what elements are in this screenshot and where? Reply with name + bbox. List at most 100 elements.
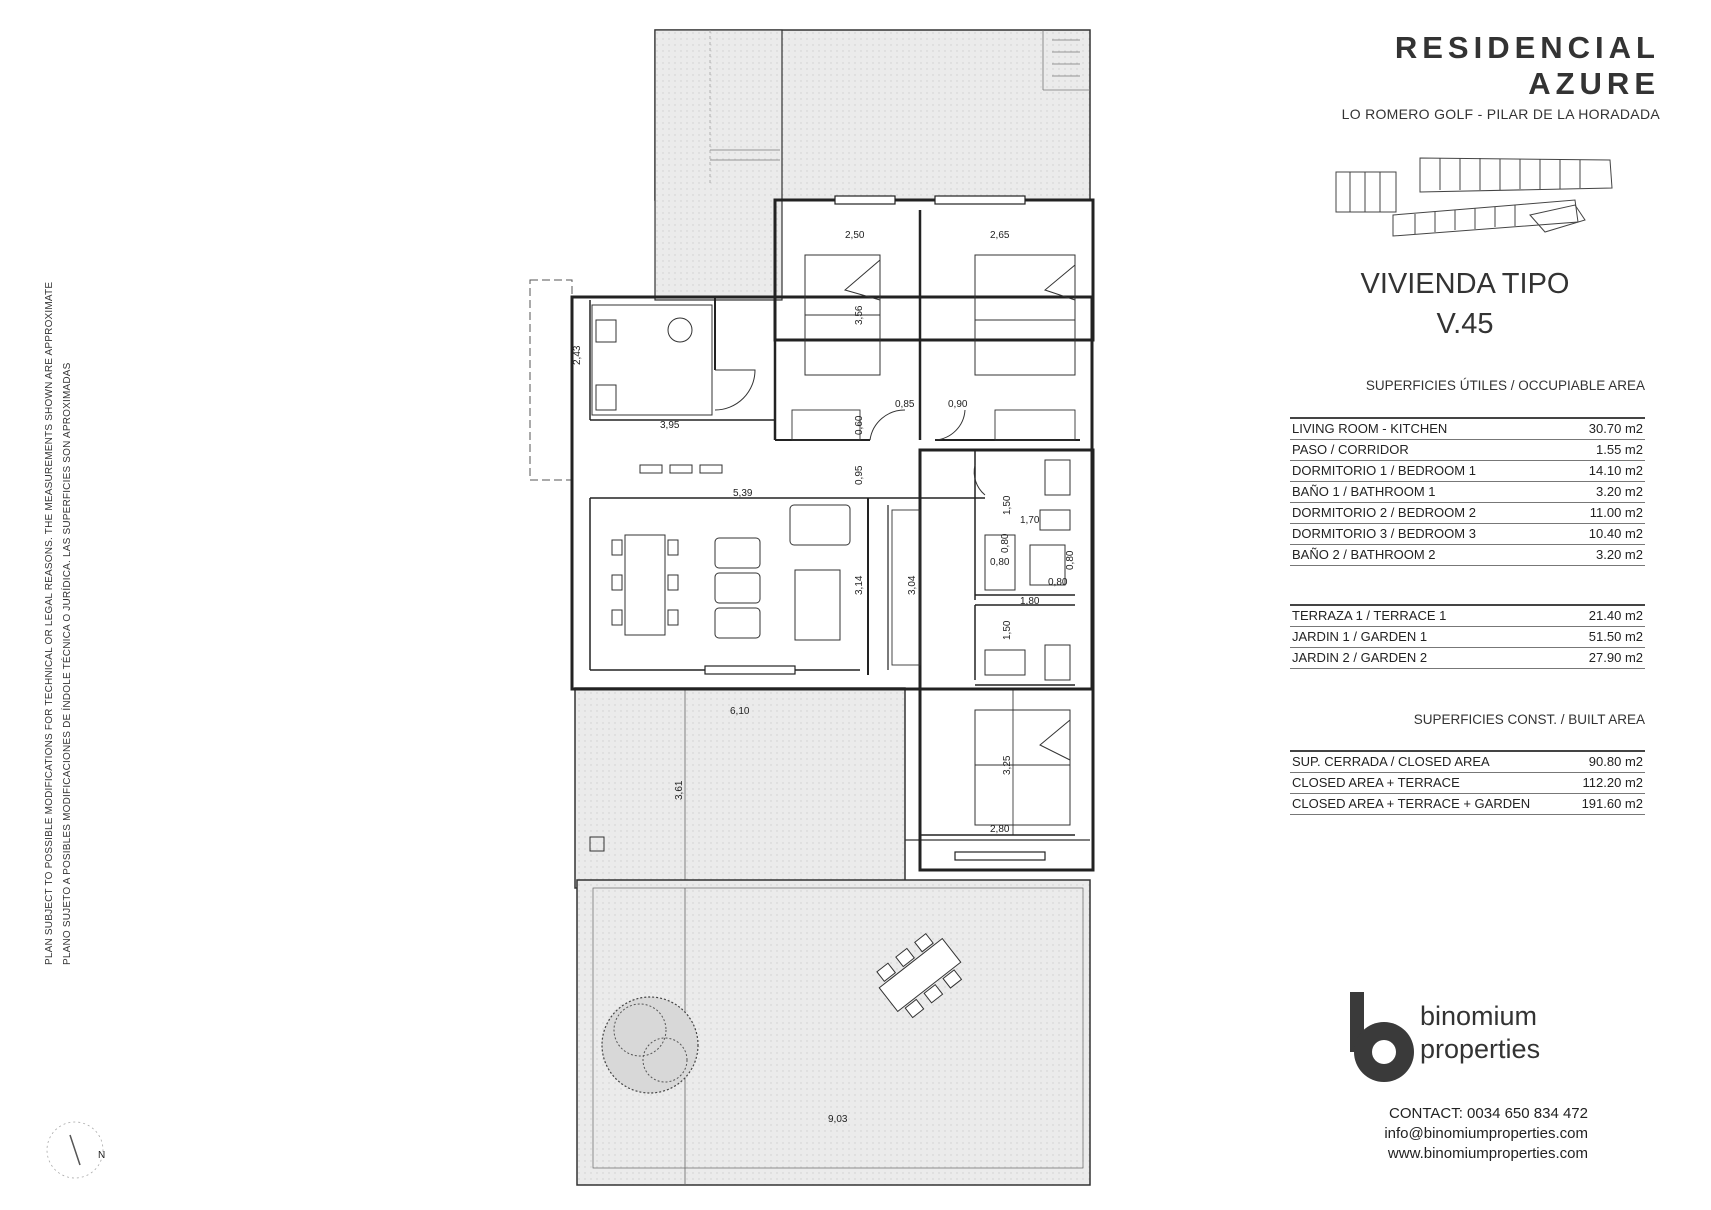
compass-north-label: N: [98, 1150, 105, 1161]
dim-bed2-depth: 3,56: [854, 305, 865, 325]
area-row: DORMITORIO 2 / BEDROOM 2 11.00 m2: [1290, 503, 1645, 524]
area-label: LIVING ROOM - KITCHEN: [1292, 421, 1448, 436]
doors: [714, 369, 986, 496]
terrace: [574, 687, 906, 889]
area-label: JARDIN 1 / GARDEN 1: [1292, 629, 1428, 644]
dim-kitchen-depth: 2,43: [572, 345, 583, 365]
dim-door-b: 0,90: [948, 399, 968, 410]
garden-upper: [654, 29, 1091, 301]
dim-shower-a: 0,80: [1000, 533, 1011, 553]
unit-type-line2: V.45: [1436, 308, 1494, 340]
area-row: JARDIN 2 / GARDEN 2 27.90 m2: [1290, 648, 1645, 669]
garden-lower: [576, 839, 1091, 1186]
built-area-table: SUP. CERRADA / CLOSED AREA 90.80 m2 CLOSED…: [1290, 750, 1645, 815]
area-row: TERRAZA 1 / TERRACE 1 21.40 m2: [1290, 606, 1645, 627]
area-label: CLOSED AREA + TERRACE: [1292, 775, 1460, 790]
area-label: SUP. CERRADA / CLOSED AREA: [1292, 754, 1490, 769]
area-label: CLOSED AREA + TERRACE + GARDEN: [1292, 796, 1531, 811]
area-value: 1.55 m2: [1596, 442, 1643, 457]
area-row: DORMITORIO 3 / BEDROOM 3 10.40 m2: [1290, 524, 1645, 545]
dim-shower-d: 0,80: [1065, 550, 1076, 570]
built-area-title: SUPERFICIES CONST. / BUILT AREA: [1413, 712, 1645, 727]
sofa-icon: [714, 504, 851, 641]
dim-bed1-depth: 3,25: [1002, 755, 1013, 775]
compass-icon: N: [46, 1121, 105, 1179]
dim-bed3-width: 2,65: [990, 230, 1010, 241]
unit-type-line1: VIVIENDA TIPO: [1360, 268, 1570, 300]
dim-shower-b: 0,80: [990, 557, 1010, 568]
area-value: 51.50 m2: [1588, 629, 1643, 644]
dim-bed1-width: 2,80: [990, 824, 1010, 835]
dim-door-a: 0,85: [895, 399, 915, 410]
contact-phone: CONTACT: 0034 650 834 472: [1388, 1105, 1588, 1122]
logo-line1: binomium: [1420, 1001, 1538, 1031]
kitchen-units: [591, 304, 723, 474]
contact-block: CONTACT: 0034 650 834 472 info@binomiump…: [1300, 1104, 1588, 1164]
building-walls: [570, 198, 1095, 872]
area-label: JARDIN 2 / GARDEN 2: [1292, 650, 1428, 665]
contact-email[interactable]: info@binomiumproperties.com: [1384, 1125, 1588, 1142]
area-label: BAÑO 1 / BATHROOM 1: [1292, 484, 1436, 499]
binomium-logo: binomium properties: [1348, 990, 1608, 1085]
dim-bath-a-depth: 1,50: [1002, 495, 1013, 515]
contact-website[interactable]: www.binomiumproperties.com: [1387, 1145, 1588, 1162]
dim-shower-c: 0,80: [1048, 577, 1068, 588]
dim-garden-width: 9,03: [828, 1114, 848, 1125]
dining-table-icon: [611, 534, 679, 636]
logo-line2: properties: [1420, 1034, 1541, 1064]
area-value: 3.20 m2: [1596, 547, 1643, 562]
area-row: LIVING ROOM - KITCHEN 30.70 m2: [1290, 419, 1645, 440]
wardrobes: [791, 409, 1076, 666]
dim-bath-b-depth: 1,50: [1002, 620, 1013, 640]
dim-terrace-depth: 3,61: [674, 780, 685, 800]
area-value: 10.40 m2: [1588, 526, 1643, 541]
area-row: BAÑO 1 / BATHROOM 1 3.20 m2: [1290, 482, 1645, 503]
bed-icon-bedroom3: [974, 254, 1076, 376]
area-value: 30.70 m2: [1588, 421, 1643, 436]
area-value: 90.80 m2: [1588, 754, 1643, 769]
dim-corridor-width: 0,95: [854, 465, 865, 485]
area-row: SUP. CERRADA / CLOSED AREA 90.80 m2: [1290, 752, 1645, 773]
area-label: DORMITORIO 2 / BEDROOM 2: [1292, 505, 1476, 520]
dim-kitchen-width: 3,95: [660, 420, 680, 431]
area-value: 191.60 m2: [1581, 796, 1643, 811]
dim-bed2-wardrobe: 0,60: [854, 415, 865, 435]
bed-icon-bedroom2: [804, 254, 881, 376]
area-label: DORMITORIO 1 / BEDROOM 1: [1292, 463, 1476, 478]
bed-icon-bedroom1: [974, 709, 1071, 826]
project-header: RESIDENCIAL AZURE LO ROMERO GOLF - PILAR…: [1270, 30, 1660, 122]
area-label: TERRAZA 1 / TERRACE 1: [1292, 608, 1447, 623]
area-row: DORMITORIO 1 / BEDROOM 1 14.10 m2: [1290, 461, 1645, 482]
dim-bed2-width: 2,50: [845, 230, 865, 241]
area-label: PASO / CORRIDOR: [1292, 442, 1409, 457]
dim-wardrobe-depth: 3,04: [907, 575, 918, 595]
project-title: RESIDENCIAL AZURE: [1394, 30, 1660, 101]
area-value: 14.10 m2: [1588, 463, 1643, 478]
area-row: CLOSED AREA + TERRACE + GARDEN 191.60 m2: [1290, 794, 1645, 815]
bathroom-fixtures: [984, 459, 1071, 681]
binomium-b-icon: [1350, 992, 1414, 1082]
dim-living-width: 5,39: [733, 488, 753, 499]
area-row: BAÑO 2 / BATHROOM 2 3.20 m2: [1290, 545, 1645, 566]
project-subtitle: LO ROMERO GOLF - PILAR DE LA HORADADA: [1341, 106, 1660, 122]
dim-living-depth: 3,14: [854, 575, 865, 595]
occupiable-area-title: SUPERFICIES ÚTILES / OCCUPIABLE AREA: [1365, 378, 1645, 393]
area-value: 11.00 m2: [1589, 505, 1643, 520]
area-row: PASO / CORRIDOR 1.55 m2: [1290, 440, 1645, 461]
area-label: DORMITORIO 3 / BEDROOM 3: [1292, 526, 1476, 541]
dim-bath-b-width: 1,80: [1020, 596, 1040, 607]
area-row: JARDIN 1 / GARDEN 1 51.50 m2: [1290, 627, 1645, 648]
area-value: 27.90 m2: [1588, 650, 1643, 665]
area-value: 3.20 m2: [1596, 484, 1643, 499]
tree-icon: [601, 996, 699, 1094]
dim-bath-a-width: 1,70: [1020, 515, 1040, 526]
garden-table-icon: [876, 932, 963, 1019]
windows: [704, 195, 1046, 861]
outdoor-area-table: TERRAZA 1 / TERRACE 1 21.40 m2 JARDIN 1 / …: [1290, 604, 1645, 669]
area-label: BAÑO 2 / BATHROOM 2: [1292, 547, 1436, 562]
dim-terrace-width: 6,10: [730, 706, 750, 717]
area-value: 21.40 m2: [1588, 608, 1643, 623]
site-plan-icon: [1335, 157, 1613, 237]
